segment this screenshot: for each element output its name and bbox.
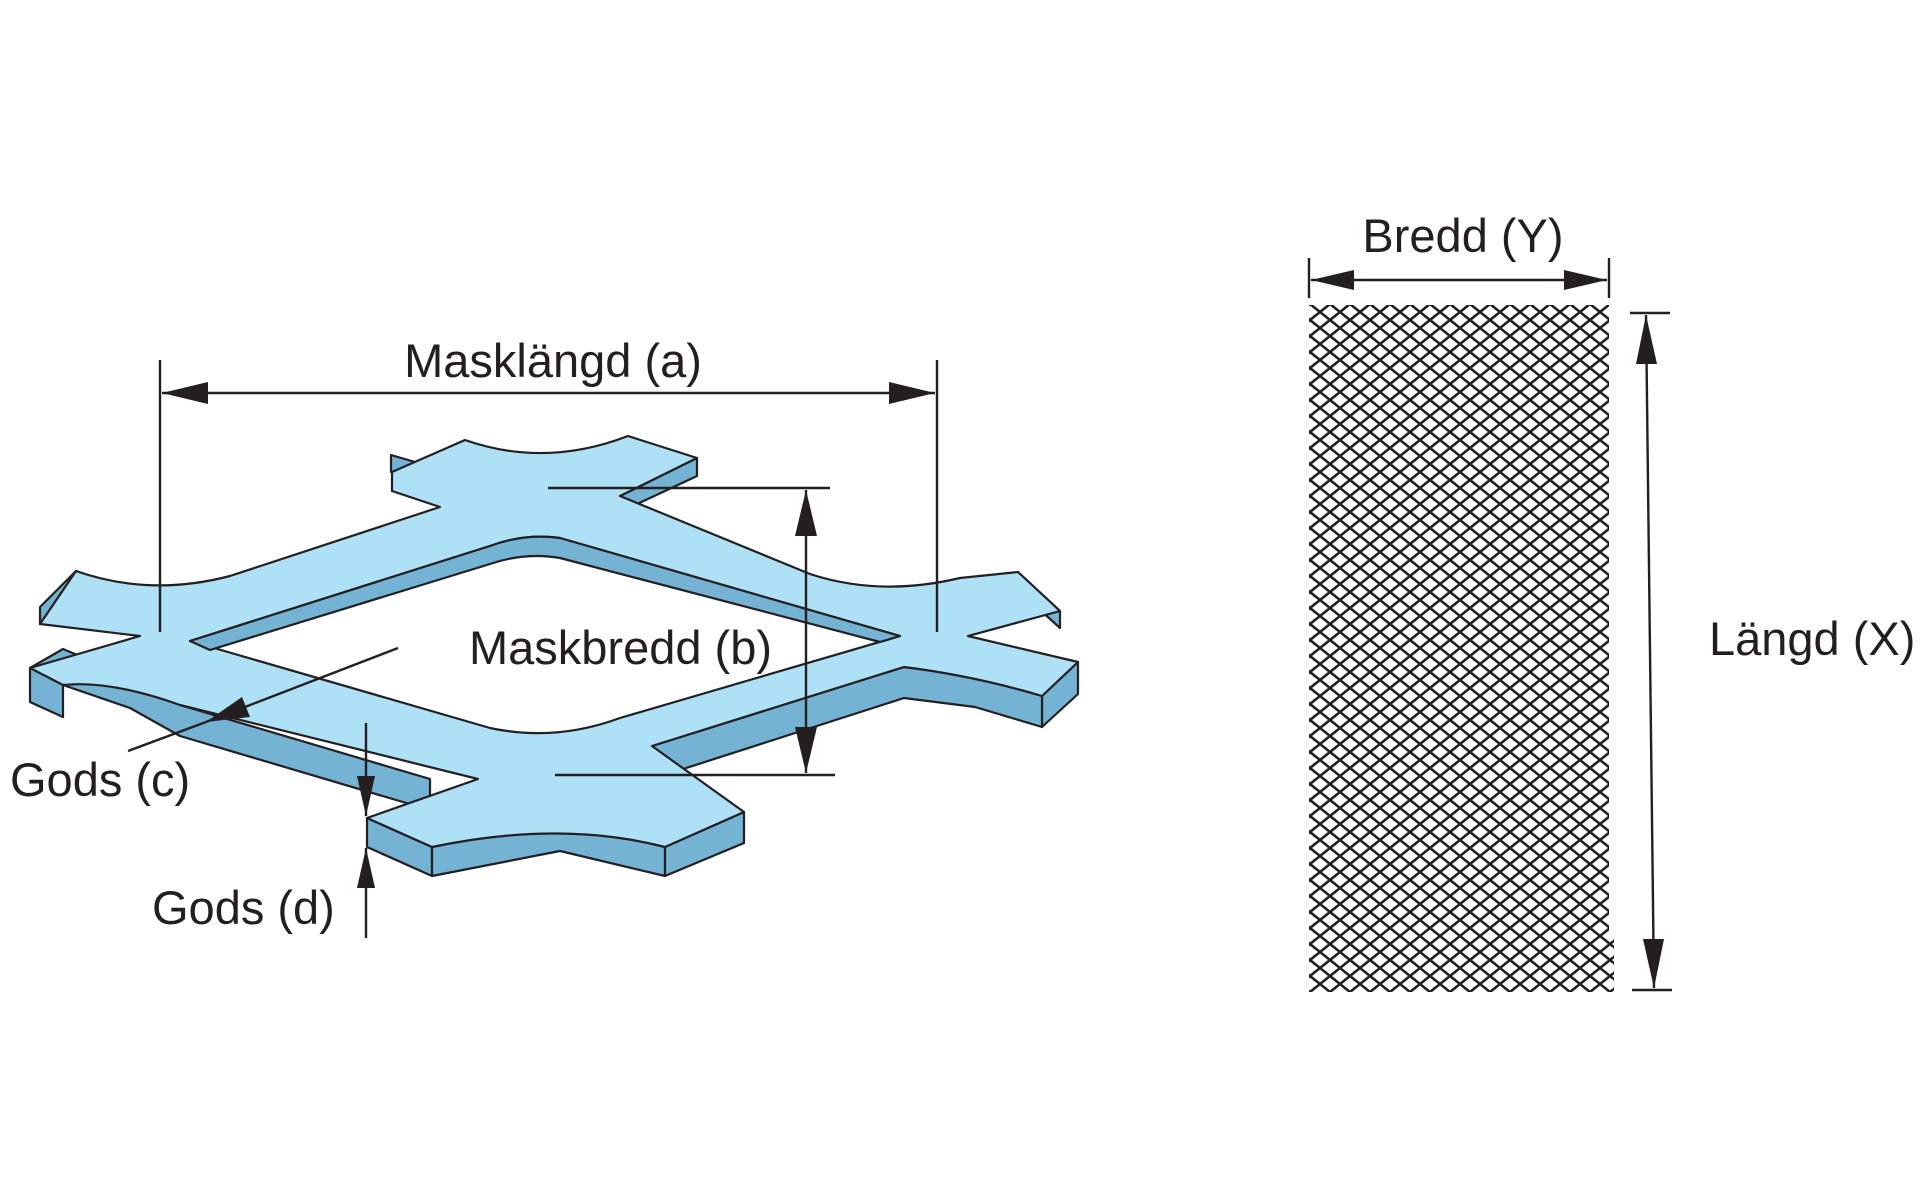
- mesh-detail: Masklängd (a) Maskbredd (b) Gods (c) God…: [10, 334, 1080, 938]
- mesh-width-label: Maskbredd (b): [469, 621, 772, 674]
- thickness-dimension: [357, 723, 375, 938]
- strand-width-label: Gods (c): [10, 753, 190, 806]
- mesh-strand-top-faces: [28, 434, 1080, 849]
- strand-width-dimension: [127, 646, 399, 753]
- mesh-sheet-texture: [1309, 305, 1609, 992]
- mesh-length-dimension: [158, 360, 939, 632]
- mesh-width-dimension: [548, 486, 835, 777]
- mesh-length-label: Masklängd (a): [404, 334, 702, 387]
- sheet-length-dimension: [1630, 311, 1672, 992]
- mesh-sheet-lower-strip: [1314, 935, 1614, 992]
- thickness-label: Gods (d): [152, 881, 335, 934]
- sheet-width-label: Bredd (Y): [1362, 209, 1563, 262]
- sheet-width-dimension: [1307, 258, 1611, 298]
- sheet-length-label: Längd (X): [1709, 612, 1915, 665]
- mesh-sheet: Bredd (Y) Längd (X): [1307, 209, 1915, 992]
